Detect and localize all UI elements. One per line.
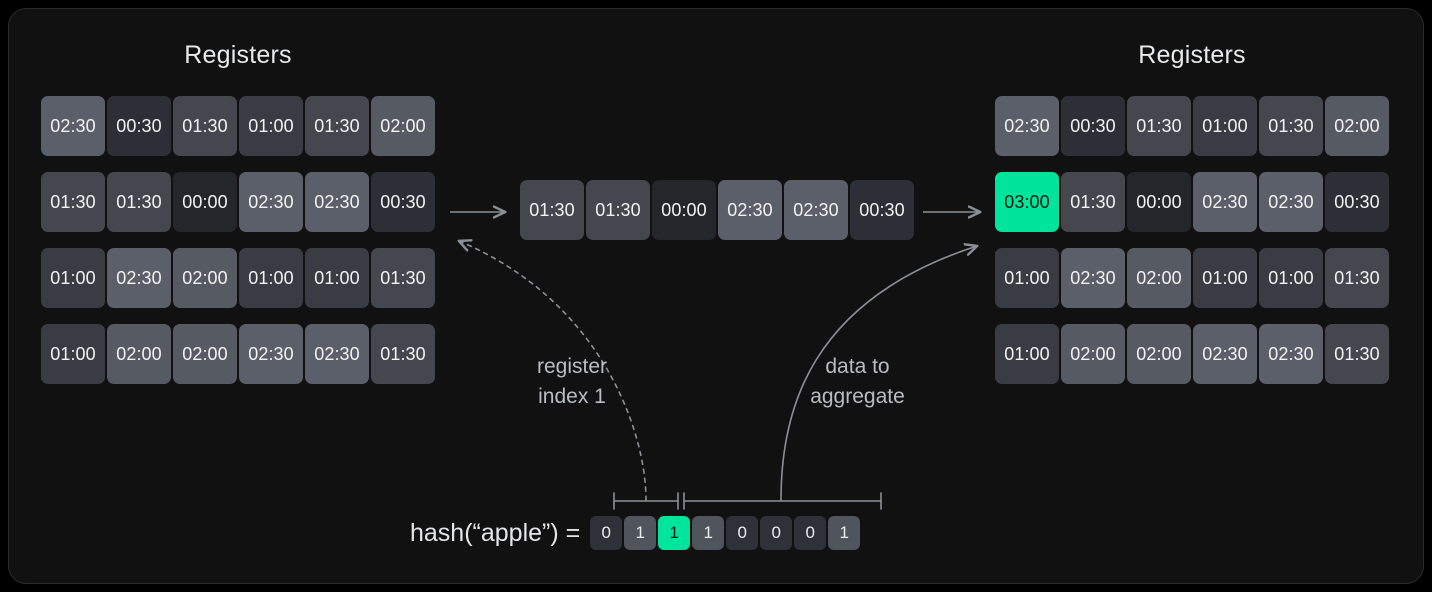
register-cell: 02:30 [107,248,171,308]
register-cell: 01:00 [1193,96,1257,156]
register-cell: 02:30 [239,172,303,232]
register-cell: 02:30 [305,172,369,232]
hash-bit: 1 [624,516,657,550]
register-cell: 02:30 [305,324,369,384]
register-cell: 01:00 [41,248,105,308]
right-registers-title: Registers [1138,41,1246,69]
hash-bit: 0 [590,516,623,550]
register-cell: 01:30 [1127,96,1191,156]
register-cell: 02:30 [1259,172,1323,232]
register-cell: 00:30 [1325,172,1389,232]
register-cell: 02:00 [371,96,435,156]
extracted-register-cell: 00:30 [850,180,914,240]
register-cell: 02:00 [1127,324,1191,384]
register-cell: 02:30 [1193,172,1257,232]
register-cell: 00:30 [107,96,171,156]
hash-bit: 0 [760,516,793,550]
register-cell: 01:00 [1193,248,1257,308]
hash-bit: 0 [726,516,759,550]
register-cell: 01:30 [305,96,369,156]
register-cell: 01:00 [995,248,1059,308]
extracted-register-cell: 01:30 [586,180,650,240]
register-cell: 01:30 [173,96,237,156]
register-cell: 01:00 [995,324,1059,384]
register-cell: 00:00 [1127,172,1191,232]
register-cell: 01:00 [239,248,303,308]
register-index-label: register index 1 [536,355,608,408]
register-cell: 00:30 [371,172,435,232]
hash-bit-highlighted: 1 [658,516,691,550]
register-cell: 01:00 [239,96,303,156]
register-cell: 00:00 [173,172,237,232]
register-cell: 02:00 [173,324,237,384]
extracted-register-cell: 01:30 [520,180,584,240]
register-cell: 01:30 [107,172,171,232]
register-cell: 01:30 [41,172,105,232]
register-cell: 02:00 [107,324,171,384]
register-cell: 02:30 [995,96,1059,156]
register-cell-highlighted: 03:00 [995,172,1059,232]
register-cell: 00:30 [1061,96,1125,156]
register-cell: 01:00 [305,248,369,308]
register-cell: 02:00 [1325,96,1389,156]
hash-label: hash(“apple”) = [410,518,581,547]
register-cell: 02:30 [1061,248,1125,308]
register-cell: 02:00 [1061,324,1125,384]
left-registers-title: Registers [184,41,292,69]
register-cell: 01:00 [41,324,105,384]
hash-bit: 1 [692,516,725,550]
register-cell: 02:30 [1259,324,1323,384]
register-cell: 01:30 [1259,96,1323,156]
register-cell: 01:30 [1061,172,1125,232]
extracted-register-cell: 02:30 [784,180,848,240]
register-cell: 01:30 [1325,248,1389,308]
register-cell: 01:30 [371,324,435,384]
register-cell: 02:30 [239,324,303,384]
hash-bit: 1 [828,516,861,550]
hash-bit: 0 [794,516,827,550]
register-cell: 01:30 [371,248,435,308]
register-cell: 02:30 [41,96,105,156]
extracted-register-cell: 02:30 [718,180,782,240]
data-to-aggregate-label: data to aggregate [810,355,905,408]
register-cell: 02:00 [1127,248,1191,308]
register-cell: 01:00 [1259,248,1323,308]
register-cell: 02:30 [1193,324,1257,384]
register-cell: 01:30 [1325,324,1389,384]
register-cell: 02:00 [173,248,237,308]
extracted-register-cell: 00:00 [652,180,716,240]
